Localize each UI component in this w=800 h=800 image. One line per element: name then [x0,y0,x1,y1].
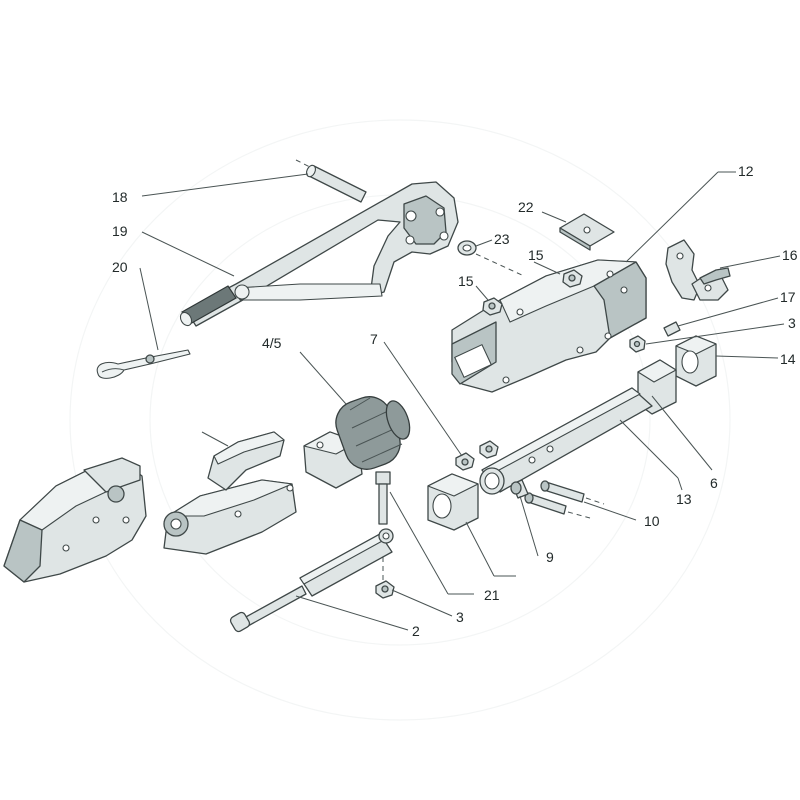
callout-4-5: 4/5 [262,335,282,351]
part-17-pin [663,321,681,337]
callout-18: 18 [112,189,128,205]
callout-9: 9 [546,549,554,565]
callout-labels: 18 19 20 22 23 15 15 12 16 17 3 14 4/5 7… [112,163,798,639]
callout-17: 17 [780,289,796,305]
callout-20: 20 [112,259,128,275]
callout-3-lower: 3 [456,609,464,625]
callout-3-upper: 3 [788,315,796,331]
part-20-breakaway-cable [96,349,191,379]
part-coupling-with-handle [163,431,297,555]
part-21-bolt [375,471,391,580]
callout-12: 12 [738,163,754,179]
part-9-sleeve [510,479,529,499]
part-7-nut-a [479,440,499,459]
callout-2: 2 [412,623,420,639]
callout-14: 14 [780,351,796,367]
part-7-nut-b [455,452,475,471]
callout-15-lower: 15 [458,273,474,289]
part-12-overrun-housing [451,259,647,393]
callout-16: 16 [782,247,798,263]
part-2-shock-absorber [229,528,394,633]
part-4-5-bellows-assembly [303,396,411,489]
callout-19: 19 [112,223,128,239]
part-10-bolt-b [524,492,591,519]
part-15-nut-right [562,269,583,288]
part-3-nut-upper [629,335,646,353]
part-19-handbrake-lever [179,181,459,327]
part-front-bushing [427,473,479,531]
callout-6: 6 [710,475,718,491]
callout-22: 22 [518,199,534,215]
callout-15-upper: 15 [528,247,544,263]
part-23-washer [457,240,525,277]
part-13-drawbar-tube [479,387,653,495]
callout-10: 10 [644,513,660,529]
part-3-nut-lower [375,580,395,599]
callout-13: 13 [676,491,692,507]
part-15-nut-left [482,297,503,316]
callout-7: 7 [370,331,378,347]
callout-23: 23 [494,231,510,247]
part-14-bushing [675,335,717,387]
part-coupling-head [3,457,147,583]
part-22-pad [559,213,615,251]
part-10-bolt-a [540,480,605,505]
leader-lines [139,171,785,631]
part-16-brake-lever-set [665,239,731,301]
callout-21: 21 [484,587,500,603]
part-18-bolt [295,159,367,203]
